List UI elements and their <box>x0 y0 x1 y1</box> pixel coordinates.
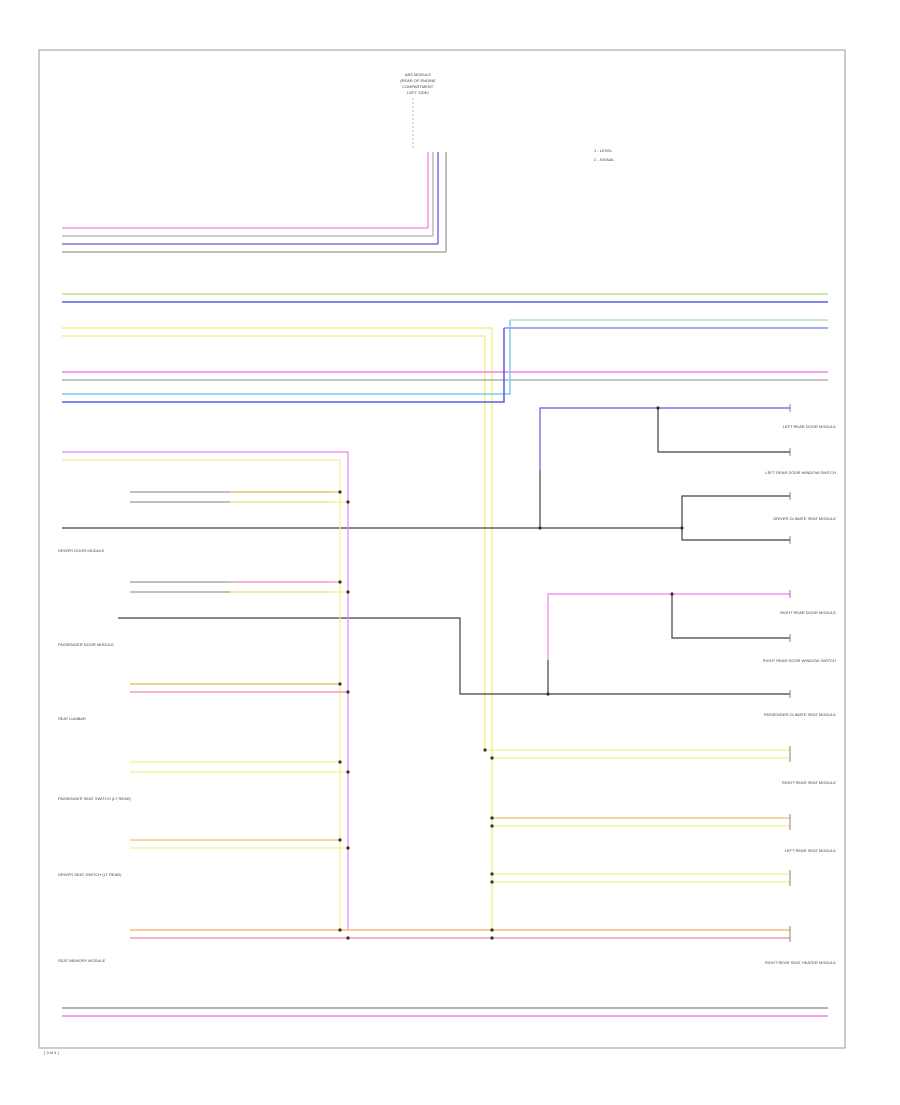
bus-lines <box>62 293 828 930</box>
label-seat-lumbar: SEAT LUMBAR <box>58 716 86 721</box>
wire-yellow-driver <box>62 459 341 930</box>
seat-memory-wires <box>130 929 790 939</box>
wire-pink-pass-door <box>547 593 790 660</box>
wire-black-climate <box>681 528 790 541</box>
wire-violet-driver <box>62 451 349 930</box>
wire-black-main <box>62 495 790 529</box>
label-left-rear-door-window: LEFT REAR DOOR WINDOW SWITCH <box>765 470 836 475</box>
diagram-frame <box>38 49 846 1049</box>
module-labels-left: DRIVER DOOR MODULE PASSENGER DOOR MODULE… <box>58 548 132 963</box>
wire-bundle-top <box>62 227 446 253</box>
harness-right-upper <box>62 407 790 541</box>
top-connector-line-4: LEFT SIDE) <box>407 90 429 95</box>
page-indicator: ( 3 of 4 ) <box>44 1050 60 1055</box>
passenger-door-wires <box>130 581 348 593</box>
legend-item-2: 2 - SIGNAL <box>594 157 615 162</box>
label-right-rear-seat-module: RIGHT REAR SEAT MODULE <box>782 780 836 785</box>
top-connector-line-2: (REAR OF ENGINE <box>400 78 436 83</box>
wire-black-lower-main <box>118 617 790 695</box>
label-right-rear-seat-heater: RIGHT REAR SEAT HEATER MODULE <box>765 960 836 965</box>
label-right-rear-door-module: RIGHT REAR DOOR MODULE <box>780 610 836 615</box>
seat-lumbar-wires <box>130 683 348 693</box>
label-left-rear-seat-module: LEFT REAR SEAT MODULE <box>785 848 837 853</box>
top-connector-label: ABS MODULE (REAR OF ENGINE COMPARTMENT, … <box>400 72 436 95</box>
right-lower-wires <box>485 749 790 883</box>
label-right-rear-door-window: RIGHT REAR DOOR WINDOW SWITCH <box>763 658 836 663</box>
top-connector-line-1: ABS MODULE <box>405 72 432 77</box>
driver-door-wires <box>62 451 349 930</box>
driver-seat-wires <box>130 839 348 849</box>
harness-right-middle <box>118 593 790 695</box>
label-passenger-door-module: PASSENGER DOOR MODULE <box>58 642 114 647</box>
bus-blue-3 <box>62 328 505 403</box>
label-passenger-seat-switch: PASSENGER SEAT SWITCH (LT REAR) <box>58 796 132 801</box>
label-left-rear-door-module: LEFT REAR DOOR MODULE <box>783 424 837 429</box>
bus-yellow-2 <box>62 335 486 750</box>
label-driver-seat-switch: DRIVER SEAT SWITCH (LT REAR) <box>58 872 122 877</box>
legend-item-1: 1 - LEVEL <box>594 148 613 153</box>
passenger-seat-wires <box>130 761 348 773</box>
wire-black-rr-door <box>671 594 790 639</box>
top-connector-line-3: COMPARTMENT, <box>402 84 434 89</box>
label-driver-climate-seat: DRIVER CLIMATE SEAT MODULE <box>773 516 836 521</box>
label-passenger-climate-seat: PASSENGER CLIMATE SEAT MODULE <box>764 712 836 717</box>
bus-yellow-1 <box>62 327 493 930</box>
label-driver-door-module: DRIVER DOOR MODULE <box>58 548 105 553</box>
legend: 1 - LEVEL 2 - SIGNAL <box>594 148 615 162</box>
wire-blue-driver-door <box>539 407 790 470</box>
bus-light-blue <box>62 320 511 395</box>
wire-black-lr-door <box>657 408 790 453</box>
label-seat-memory-module: SEAT MEMORY MODULE <box>58 958 106 963</box>
top-connector-pins <box>412 98 447 252</box>
splice-points <box>338 406 684 940</box>
bottom-bus <box>62 1007 828 1017</box>
module-labels-right: LEFT REAR DOOR MODULE LEFT REAR DOOR WIN… <box>763 424 837 965</box>
